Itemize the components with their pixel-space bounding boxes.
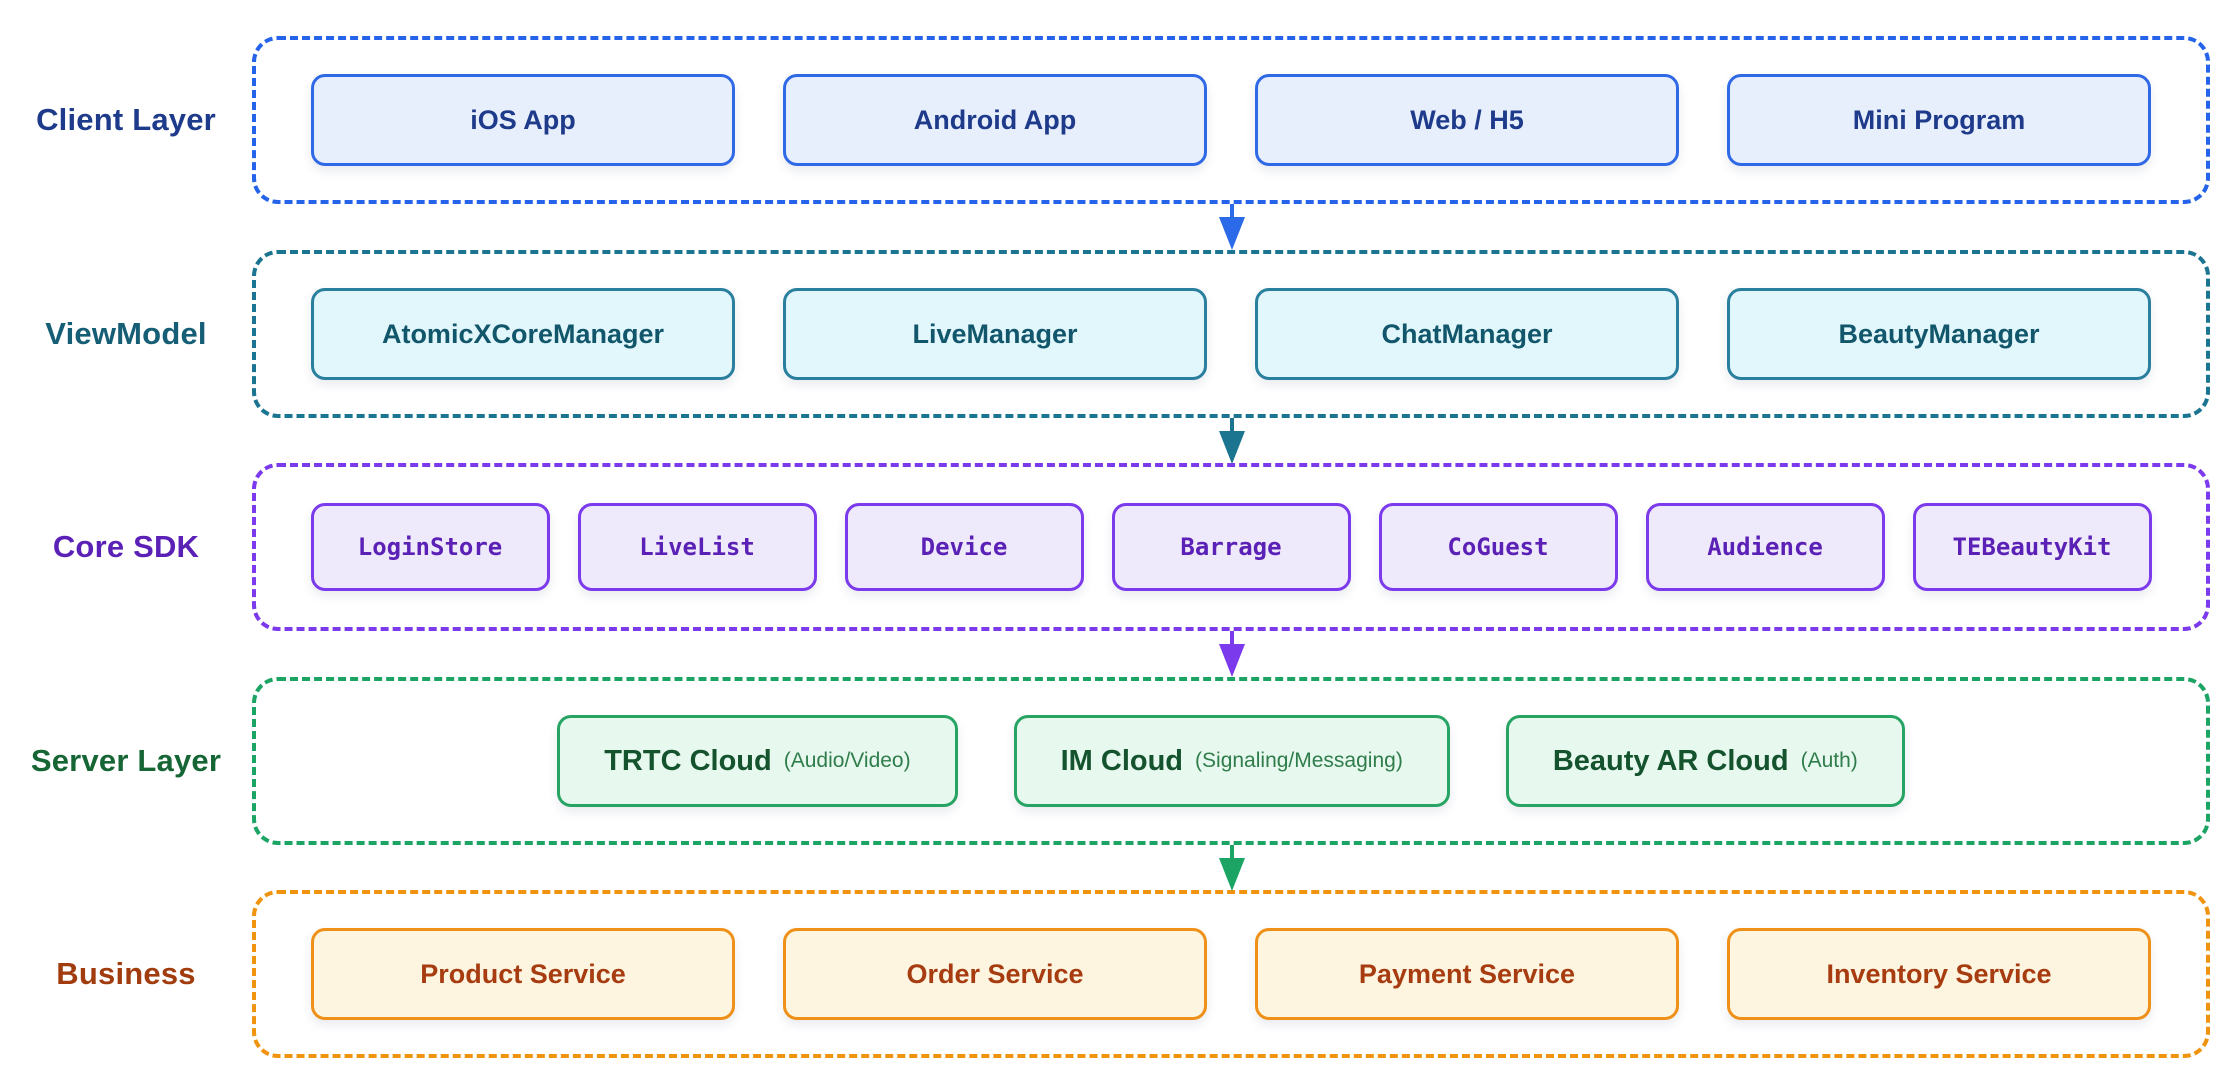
- node-web-h5: Web / H5: [1255, 74, 1679, 166]
- layer-core-sdk: Core SDK LoginStore LiveList Device Barr…: [0, 463, 2240, 631]
- arrow-coresdk-to-server: [1215, 631, 1249, 677]
- node-android-app-label: Android App: [913, 104, 1077, 135]
- layer-business-frame: Product Service Order Service Payment Se…: [252, 890, 2210, 1058]
- layer-client-frame: iOS App Android App Web / H5 Mini Progra…: [252, 36, 2210, 204]
- node-im-cloud-note: (Signaling/Messaging): [1195, 749, 1403, 772]
- node-trtc-cloud: TRTC Cloud (Audio/Video): [557, 715, 958, 807]
- layer-server-label: Server Layer: [30, 743, 222, 778]
- node-beauty-ar-cloud: Beauty AR Cloud (Auth): [1505, 715, 1905, 807]
- node-barrage: Barrage: [1111, 503, 1351, 591]
- node-device-label: Device: [920, 533, 1008, 561]
- node-livemanager-label: LiveManager: [912, 318, 1078, 349]
- node-payment-service: Payment Service: [1255, 928, 1679, 1020]
- node-im-cloud: IM Cloud (Signaling/Messaging): [1013, 715, 1450, 807]
- node-chatmanager-label: ChatManager: [1381, 318, 1553, 349]
- node-beauty-ar-cloud-label: Beauty AR Cloud: [1552, 744, 1789, 777]
- node-inventory-service-label: Inventory Service: [1826, 958, 2052, 989]
- node-android-app: Android App: [783, 74, 1207, 166]
- node-tebeautykit-label: TEBeautyKit: [1952, 533, 2112, 561]
- node-beauty-ar-cloud-note: (Auth): [1800, 749, 1858, 772]
- node-mini-program: Mini Program: [1727, 74, 2151, 166]
- arrow-server-to-business: [1215, 845, 1249, 891]
- node-ios-app: iOS App: [311, 74, 735, 166]
- node-livelist-label: LiveList: [639, 533, 755, 561]
- layer-viewmodel-label: ViewModel: [45, 316, 207, 351]
- arrow-client-to-viewmodel: [1215, 204, 1249, 250]
- node-livelist: LiveList: [577, 503, 817, 591]
- node-coguest-label: CoGuest: [1447, 533, 1549, 561]
- node-tebeautykit: TEBeautyKit: [1912, 503, 2152, 591]
- layer-server-frame: TRTC Cloud (Audio/Video) IM Cloud (Signa…: [252, 677, 2210, 845]
- node-device: Device: [844, 503, 1084, 591]
- arrow-down-icon: [1215, 631, 1249, 677]
- layer-server: Server Layer TRTC Cloud (Audio/Video) IM…: [0, 677, 2240, 845]
- arrow-viewmodel-to-coresdk: [1215, 418, 1249, 464]
- layer-viewmodel-frame: AtomicXCoreManager LiveManager ChatManag…: [252, 250, 2210, 418]
- layer-client: Client Layer iOS App Android App Web / H…: [0, 36, 2240, 204]
- node-coguest: CoGuest: [1378, 503, 1618, 591]
- node-loginstore-label: LoginStore: [357, 533, 503, 561]
- layer-business: Business Product Service Order Service P…: [0, 890, 2240, 1058]
- node-web-h5-label: Web / H5: [1410, 104, 1524, 135]
- node-inventory-service: Inventory Service: [1727, 928, 2151, 1020]
- node-loginstore: LoginStore: [310, 503, 550, 591]
- node-order-service: Order Service: [783, 928, 1207, 1020]
- node-payment-service-label: Payment Service: [1358, 958, 1576, 989]
- layer-business-label: Business: [56, 956, 196, 991]
- node-mini-program-label: Mini Program: [1852, 104, 2026, 135]
- layer-core-sdk-label: Core SDK: [52, 529, 200, 564]
- node-beautymanager-label: BeautyManager: [1838, 318, 2040, 349]
- node-product-service: Product Service: [311, 928, 735, 1020]
- layer-core-sdk-frame: LoginStore LiveList Device Barrage CoGue…: [252, 463, 2210, 631]
- node-atomicxcoremanager-label: AtomicXCoreManager: [381, 318, 665, 349]
- node-trtc-cloud-label: TRTC Cloud: [604, 744, 772, 777]
- node-trtc-cloud-note: (Audio/Video): [783, 749, 911, 772]
- layer-viewmodel: ViewModel AtomicXCoreManager LiveManager…: [0, 250, 2240, 418]
- arrow-down-icon: [1215, 845, 1249, 891]
- arrow-down-icon: [1215, 204, 1249, 250]
- node-ios-app-label: iOS App: [470, 104, 576, 135]
- node-beautymanager: BeautyManager: [1727, 288, 2151, 380]
- node-order-service-label: Order Service: [906, 958, 1084, 989]
- node-livemanager: LiveManager: [783, 288, 1207, 380]
- layer-client-label: Client Layer: [36, 102, 216, 137]
- arrow-down-icon: [1215, 418, 1249, 464]
- node-chatmanager: ChatManager: [1255, 288, 1679, 380]
- node-atomicxcoremanager: AtomicXCoreManager: [311, 288, 735, 380]
- node-barrage-label: Barrage: [1180, 533, 1282, 561]
- node-audience: Audience: [1645, 503, 1885, 591]
- node-im-cloud-label: IM Cloud: [1060, 744, 1184, 777]
- node-audience-label: Audience: [1707, 533, 1823, 561]
- node-product-service-label: Product Service: [420, 958, 626, 989]
